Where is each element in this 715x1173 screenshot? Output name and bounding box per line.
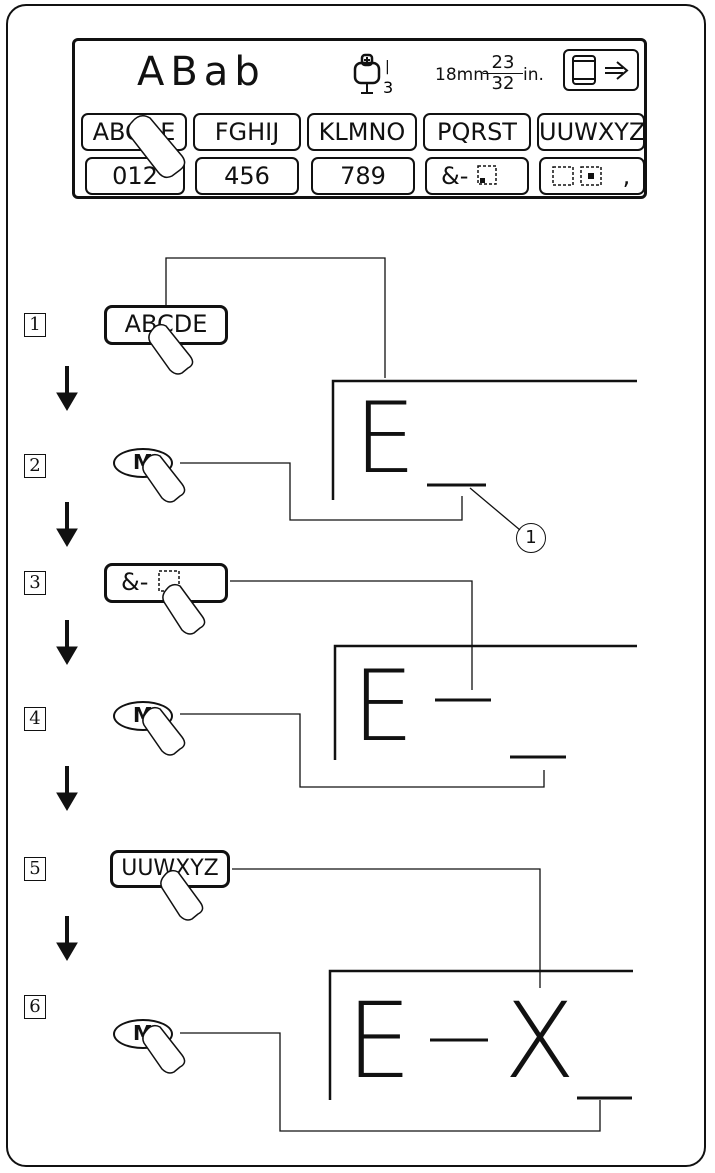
- finger-icons: [127, 115, 206, 1074]
- step-2-label: 2: [24, 454, 46, 478]
- step-5-label: 5: [24, 857, 46, 881]
- finger-step-4: [142, 706, 186, 756]
- leader-step-6: [180, 1032, 601, 1132]
- key-456[interactable]: 456: [195, 157, 299, 195]
- presser-foot-icon: | 3: [353, 53, 393, 97]
- lcd-status-bar: ABab | 3 18mm 23 32 in.: [75, 41, 644, 109]
- display-3-char-e: E: [346, 980, 412, 1102]
- key-fghij[interactable]: FGHIJ: [193, 113, 301, 151]
- key-klmno[interactable]: KLMNO: [307, 113, 417, 151]
- fraction-denominator: 32: [491, 73, 515, 94]
- display-2-char-e: E: [352, 650, 414, 764]
- finger-step-5: [160, 869, 204, 921]
- step-1-label: 1: [24, 313, 46, 337]
- display-1-char-e: E: [354, 382, 416, 496]
- finger-lcd: [127, 115, 186, 179]
- length-inch-fraction: 23 32: [483, 53, 523, 94]
- space-box-icon: [477, 165, 497, 185]
- letter-mode-indicator[interactable]: ABab: [137, 49, 266, 95]
- fraction-numerator: 23: [483, 53, 523, 74]
- callout-pointer: [469, 487, 521, 531]
- key-uuwxyz[interactable]: UUWXYZ: [537, 113, 645, 151]
- callout-cursor: 1: [516, 523, 546, 553]
- key-punct[interactable]: ,: [539, 157, 645, 195]
- step-3-key-label: &-: [121, 568, 149, 596]
- leader-step-3: [230, 580, 473, 690]
- finger-step-6: [142, 1024, 186, 1074]
- step-4-label: 4: [24, 707, 46, 731]
- leader-step-4: [180, 713, 545, 788]
- display-3-frame: [328, 969, 633, 1100]
- flow-arrows: [56, 366, 78, 961]
- finger-step-3: [162, 583, 206, 635]
- leader-step-5: [232, 868, 541, 988]
- key-symbols-label: &-: [441, 162, 469, 190]
- length-mm: 18mm: [435, 65, 490, 85]
- inch-unit: in.: [523, 65, 544, 85]
- bobbin-arrow-icon: [572, 55, 629, 85]
- key-pqrst[interactable]: PQRST: [423, 113, 531, 151]
- step-6-label: 6: [24, 995, 46, 1019]
- step-3-label: 3: [24, 571, 46, 595]
- stitch-digit-bottom: 3: [383, 78, 393, 97]
- leader-step-1: [165, 257, 386, 378]
- display-2-frame: [333, 644, 637, 760]
- space-dot-icon: [552, 166, 602, 186]
- key-punct-label: ,: [622, 162, 631, 190]
- display-1-frame: [331, 379, 637, 500]
- finger-step-2: [142, 453, 186, 503]
- display-3-char-x: X: [504, 980, 576, 1102]
- stitch-digit-top: |: [385, 59, 390, 75]
- bobbin-thread-button[interactable]: [563, 49, 639, 91]
- key-789[interactable]: 789: [311, 157, 415, 195]
- key-symbols[interactable]: &-: [425, 157, 529, 195]
- finger-step-1: [148, 323, 194, 375]
- page-frame: [6, 4, 706, 1167]
- leader-step-2: [180, 462, 463, 521]
